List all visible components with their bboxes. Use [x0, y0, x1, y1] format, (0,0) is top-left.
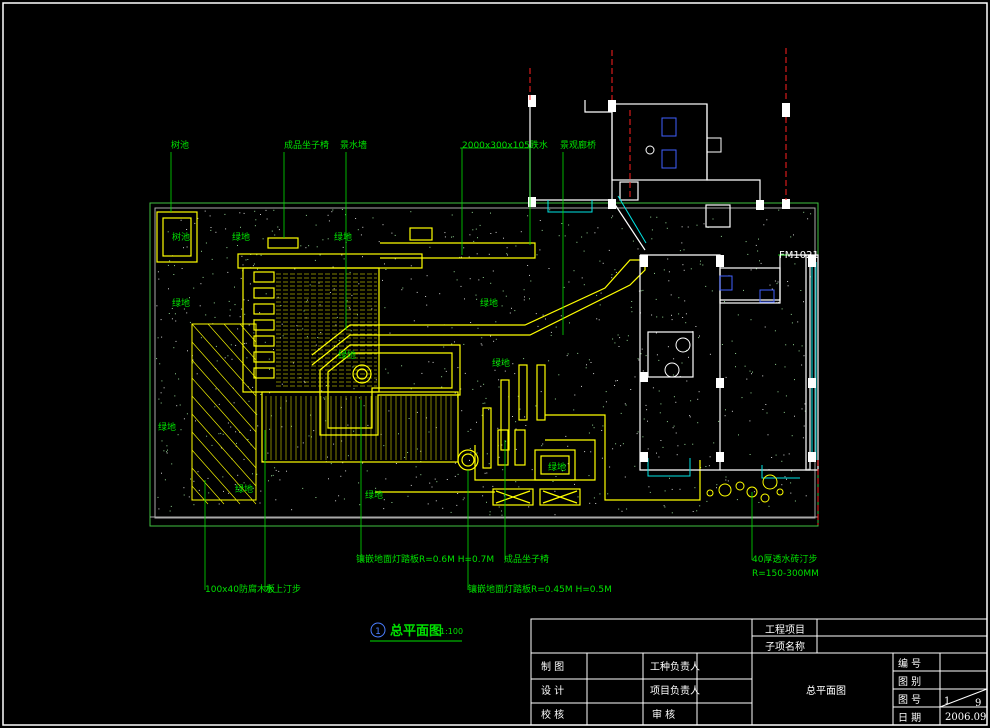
- grid-axes: [529, 48, 819, 525]
- area-label: 绿地: [235, 483, 253, 495]
- row-mid-3: 审 核: [652, 708, 675, 721]
- leader-lines: [170, 147, 790, 590]
- callout-water-wall: 景水墙: [340, 139, 367, 151]
- area-label: 绿地: [158, 421, 176, 433]
- windows: [547, 195, 817, 479]
- label-number: 编 号: [898, 657, 921, 670]
- row-mid-1: 工种负责人: [650, 660, 700, 673]
- title-text: 总平面图: [390, 623, 442, 639]
- callout-cascade: 2000x300x105跌水: [462, 139, 548, 151]
- label-sheet: 图 号: [898, 694, 921, 706]
- drawing-name: 总平面图: [806, 684, 846, 697]
- area-label: 绿地: [338, 349, 356, 361]
- garden-plan: [156, 211, 701, 506]
- stepping-stones: [706, 474, 784, 503]
- title-number: 1: [375, 627, 381, 637]
- callouts-bottom: 100x40防腐木板 水上汀步 镶嵌地面灯踏板R=0.6M H=0.7M 镶嵌地…: [205, 553, 819, 595]
- sheet-no: 1: [944, 696, 950, 707]
- callout-water-steps: 水上汀步: [265, 583, 301, 595]
- room-code: FM1021: [779, 250, 819, 261]
- callout-bridge: 景观廊桥: [560, 139, 596, 151]
- site-boundary: [149, 202, 819, 527]
- drawing-title: 1 总平面图 1:100: [370, 622, 463, 642]
- callout-radius: R=150-300MM: [752, 569, 819, 579]
- area-labels: 树池 绿地 绿地 绿地 绿地 绿地 绿地 绿地 绿地 绿地 绿地: [158, 231, 566, 501]
- callout-bench: 成品坐子椅: [284, 139, 329, 151]
- row-left-3: 校 核: [541, 708, 564, 721]
- callout-bench-2: 成品坐子椅: [504, 553, 549, 565]
- date: 2006.09: [945, 712, 986, 723]
- area-label: 绿地: [492, 357, 510, 369]
- area-label: 绿地: [480, 297, 498, 309]
- callout-lamp-2: 镶嵌地面灯踏板R=0.45M H=0.5M: [468, 583, 612, 595]
- area-label: 绿地: [172, 297, 190, 309]
- row-mid-2: 项目负责人: [650, 684, 700, 697]
- area-label: 绿地: [365, 489, 383, 501]
- title-block-text: 工程项目 子项名称 制 图 工种负责人 设 计 项目负责人 校 核 审 核 总平…: [541, 624, 986, 724]
- project-label: 工程项目: [765, 624, 805, 636]
- callout-brick-steps: 40厚透水砖汀步: [752, 553, 817, 565]
- label-category: 图 别: [898, 676, 921, 688]
- callout-wood-board: 100x40防腐木板: [205, 583, 275, 595]
- title-block: [530, 618, 988, 726]
- callouts-top: 树池 成品坐子椅 景水墙 2000x300x105跌水 景观廊桥: [171, 139, 596, 151]
- wood-deck: [191, 323, 257, 505]
- title-scale: 1:100: [440, 627, 463, 636]
- label-date: 日 期: [898, 712, 921, 724]
- sheet-total: 9: [975, 698, 981, 709]
- row-left-2: 设 计: [541, 684, 564, 697]
- fixtures: [645, 117, 775, 378]
- area-label: 绿地: [334, 231, 352, 243]
- subproject-label: 子项名称: [765, 640, 805, 653]
- row-left-1: 制 图: [541, 660, 564, 673]
- callout-tree-pit: 树池: [171, 139, 189, 151]
- column-markers: [528, 95, 816, 462]
- area-label: 绿地: [232, 231, 250, 243]
- area-label: 树池: [172, 231, 190, 243]
- callout-lamp-1: 镶嵌地面灯踏板R=0.6M H=0.7M: [356, 553, 494, 565]
- area-label: 绿地: [548, 461, 566, 473]
